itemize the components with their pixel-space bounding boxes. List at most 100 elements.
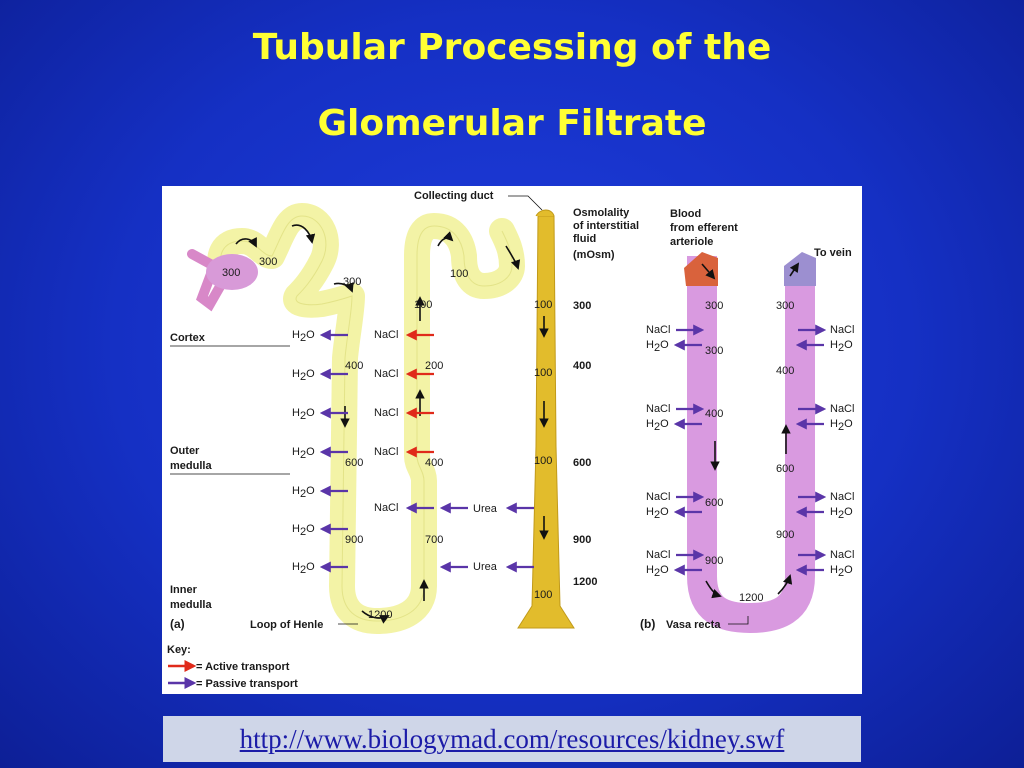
svg-text:H2O: H2O	[292, 523, 315, 538]
urea-label-2: Urea	[473, 561, 498, 573]
svg-text:fluid: fluid	[573, 233, 596, 245]
collecting-duct-label: Collecting duct	[414, 190, 494, 202]
svg-text:of interstitial: of interstitial	[573, 220, 639, 232]
asc-value-2: 200	[425, 360, 443, 372]
bowman-value: 300	[222, 267, 240, 279]
to-vein-label: To vein	[814, 247, 852, 259]
asc-value-3: 400	[425, 457, 443, 469]
svg-text:NaCl: NaCl	[830, 491, 854, 503]
interstitial-value-600: 600	[573, 457, 591, 469]
desc-value-1: 400	[345, 360, 363, 372]
svg-text:H2O: H2O	[292, 368, 315, 383]
svg-text:= Active transport: = Active transport	[196, 661, 290, 673]
svg-text:H2O: H2O	[830, 506, 853, 521]
asc-value-1: 100	[414, 299, 432, 311]
svg-text:NaCl: NaCl	[646, 403, 670, 415]
vasa-right-value-4: 900	[776, 529, 794, 541]
urea-label-1: Urea	[473, 503, 498, 515]
duct-value-2: 100	[534, 367, 552, 379]
blood-label-3: arteriole	[670, 236, 713, 248]
water-passive-arrows	[319, 329, 348, 573]
panel-a-label: (a)	[170, 617, 185, 631]
svg-text:= Passive transport: = Passive transport	[196, 678, 298, 690]
vasa-right-value-1: 300	[776, 300, 794, 312]
inner-medulla-label-1: Inner	[170, 584, 198, 596]
svg-text:NaCl: NaCl	[646, 549, 670, 561]
interstitial-value-900: 900	[573, 534, 591, 546]
cortex-label: Cortex	[170, 332, 206, 344]
svg-text:NaCl: NaCl	[646, 491, 670, 503]
interstitial-value-400: 400	[573, 360, 591, 372]
vasa-left-value-3: 400	[705, 408, 723, 420]
svg-text:H2O: H2O	[292, 446, 315, 461]
vasa-left-value-4: 600	[705, 497, 723, 509]
vasa-bottom-value: 1200	[739, 592, 763, 604]
svg-text:H2O: H2O	[292, 561, 315, 576]
vasa-right-value-2: 400	[776, 365, 794, 377]
dct-value: 100	[450, 268, 468, 280]
svg-text:H2O: H2O	[646, 564, 669, 579]
nacl-labels: NaCl NaCl NaCl NaCl NaCl	[374, 329, 398, 514]
flow-arrows	[235, 224, 549, 624]
outer-medulla-label-1: Outer	[170, 445, 200, 457]
resource-link-box: http://www.biologymad.com/resources/kidn…	[163, 716, 861, 762]
duct-value-1: 100	[534, 299, 552, 311]
loop-bottom-value: 1200	[368, 609, 392, 621]
interstitial-value-1200: 1200	[573, 576, 597, 588]
svg-text:Key:: Key:	[167, 644, 191, 656]
slide-title-line-2: Glomerular Filtrate	[317, 103, 707, 144]
legend-key: Key: = Active transport = Passive transp…	[167, 644, 298, 690]
vasa-recta-label: Vasa recta	[666, 619, 721, 631]
svg-text:H2O: H2O	[292, 407, 315, 422]
svg-text:H2O: H2O	[830, 418, 853, 433]
svg-text:H2O: H2O	[646, 418, 669, 433]
loop-of-henle-label: Loop of Henle	[250, 619, 323, 631]
interstitial-value-300: 300	[573, 300, 591, 312]
pct-value: 300	[259, 256, 277, 268]
svg-text:H2O: H2O	[830, 564, 853, 579]
svg-text:H2O: H2O	[646, 506, 669, 521]
blood-label-1: Blood	[670, 208, 701, 220]
svg-text:Osmolality: Osmolality	[573, 207, 630, 219]
svg-text:NaCl: NaCl	[830, 324, 854, 336]
urea-passive-arrows	[439, 502, 534, 573]
vasa-left-exchange-labels: NaCl H2O NaCl H2O NaCl H2O NaCl H2O	[646, 324, 670, 579]
vasa-recta	[684, 252, 816, 634]
inner-medulla-label-2: medulla	[170, 599, 212, 611]
vasa-left-value-5: 900	[705, 555, 723, 567]
svg-text:NaCl: NaCl	[374, 407, 398, 419]
vasa-right-value-3: 600	[776, 463, 794, 475]
svg-text:NaCl: NaCl	[830, 549, 854, 561]
desc-value-2: 600	[345, 457, 363, 469]
vasa-left-value-1: 300	[705, 300, 723, 312]
svg-text:H2O: H2O	[646, 339, 669, 354]
svg-text:H2O: H2O	[292, 485, 315, 500]
pct-end-value: 300	[343, 276, 361, 288]
svg-text:NaCl: NaCl	[830, 403, 854, 415]
desc-value-3: 900	[345, 534, 363, 546]
svg-text:(mOsm): (mOsm)	[573, 249, 615, 261]
vasa-right-exchange-arrows	[795, 324, 827, 576]
nacl-active-arrows	[405, 329, 434, 458]
svg-text:NaCl: NaCl	[374, 368, 398, 380]
outer-medulla-label-2: medulla	[170, 460, 212, 472]
svg-text:NaCl: NaCl	[374, 446, 398, 458]
resource-link[interactable]: http://www.biologymad.com/resources/kidn…	[239, 723, 785, 754]
asc-value-4: 700	[425, 534, 443, 546]
svg-text:NaCl: NaCl	[646, 324, 670, 336]
vasa-right-exchange-labels: NaCl H2O NaCl H2O NaCl H2O NaCl H2O	[830, 324, 854, 579]
nephron-tubule	[187, 203, 525, 634]
svg-text:NaCl: NaCl	[374, 502, 398, 514]
duct-value-4: 100	[534, 589, 552, 601]
vasa-left-value-2: 300	[705, 345, 723, 357]
panel-b-label: (b)	[640, 617, 655, 631]
svg-text:H2O: H2O	[292, 329, 315, 344]
blood-label-2: from efferent	[670, 222, 738, 234]
osmolality-label: Osmolality of interstitial fluid (mOsm)	[573, 207, 639, 261]
duct-value-3: 100	[534, 455, 552, 467]
vasa-left-exchange-arrows	[673, 324, 705, 576]
kidney-tubule-diagram: 300 300 300 400 600 900 1200 100 200 400…	[162, 186, 862, 694]
svg-text:H2O: H2O	[830, 339, 853, 354]
water-labels: H2O H2O H2O H2O H2O H2O H2O	[292, 329, 315, 576]
svg-text:NaCl: NaCl	[374, 329, 398, 341]
